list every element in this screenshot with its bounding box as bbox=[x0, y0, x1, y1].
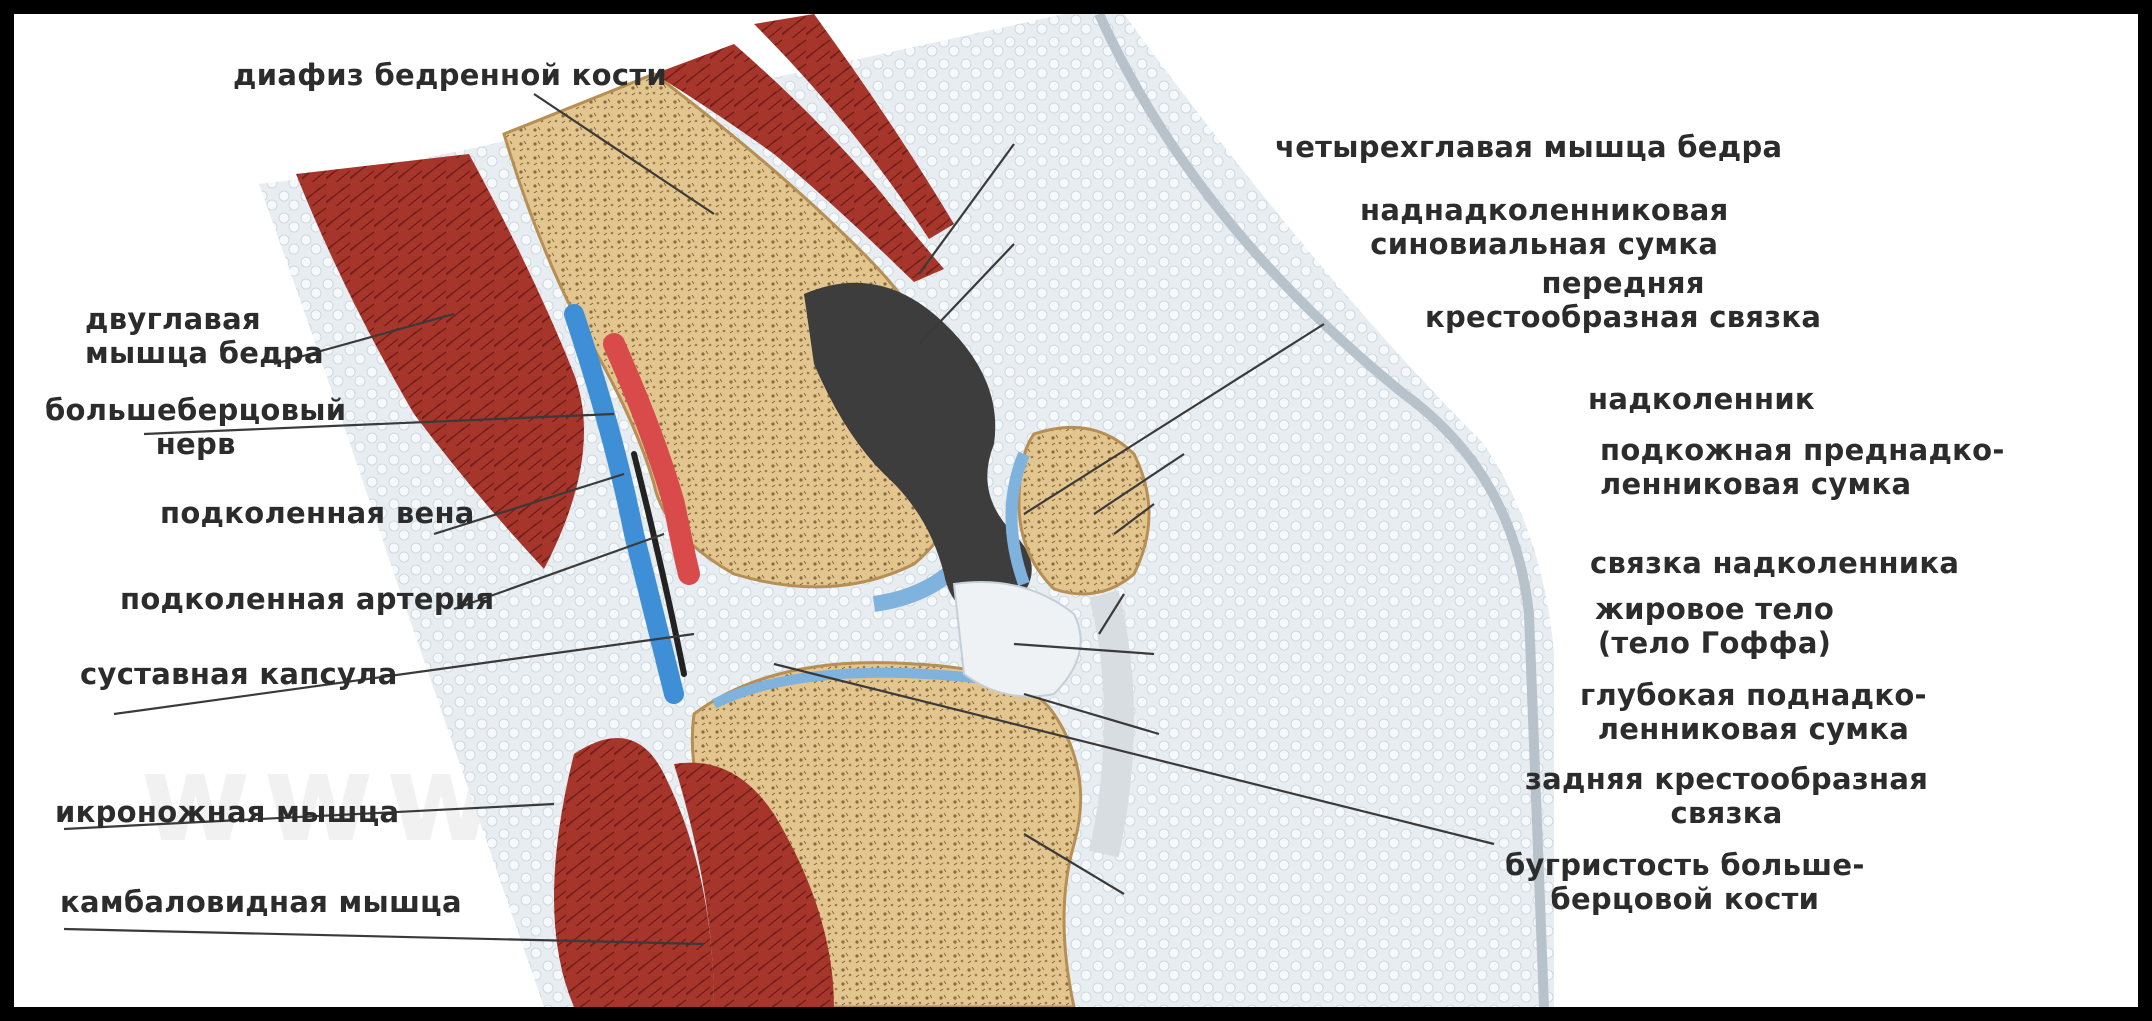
label-biceps-line-1: двуглавая bbox=[85, 302, 324, 336]
label-infrapatellar-bursa: глубокая поднадко- ленниковая сумка bbox=[1580, 678, 1927, 746]
label-pcl: задняя крестообразная связка bbox=[1525, 762, 1928, 830]
label-tibial-tuberosity: бугристость больше- берцовой кости bbox=[1505, 848, 1865, 916]
label-quadriceps: четырехглавая мышца бедра bbox=[1275, 130, 1782, 164]
label-popliteal-vein: подколенная вена bbox=[160, 496, 475, 530]
label-pcl-line-1: задняя крестообразная bbox=[1525, 762, 1928, 796]
label-fat-pad-line-1: жировое тело bbox=[1595, 592, 1834, 626]
label-suprapatellar-line-2: синовиальная сумка bbox=[1360, 227, 1729, 261]
label-biceps-femoris: двуглавая мышца бедра bbox=[85, 302, 324, 370]
label-patellar-ligament: связка надколенника bbox=[1590, 546, 1959, 580]
label-prepatellar-bursa: подкожная преднадко- ленниковая сумка bbox=[1600, 433, 2005, 501]
label-patella: надколенник bbox=[1588, 382, 1815, 416]
label-tuberosity-line-2: берцовой кости bbox=[1505, 882, 1865, 916]
label-tuberosity-line-1: бугристость больше- bbox=[1505, 848, 1865, 882]
label-suprapatellar-bursa: наднадколенниковая синовиальная сумка bbox=[1360, 193, 1729, 261]
label-fat-pad-line-2: (тело Гоффа) bbox=[1595, 626, 1834, 660]
label-femur-shaft: диафиз бедренной кости bbox=[233, 58, 667, 92]
label-pcl-line-2: связка bbox=[1525, 796, 1928, 830]
label-tibial-nerve: большеберцовый нерв bbox=[45, 393, 346, 461]
label-acl-line-2: крестообразная связка bbox=[1425, 300, 1821, 334]
label-acl: передняя крестообразная связка bbox=[1425, 266, 1821, 334]
label-infrapatellar-line-2: ленниковая сумка bbox=[1580, 712, 1927, 746]
label-soleus: камбаловидная мышца bbox=[60, 885, 462, 919]
label-suprapatellar-line-1: наднадколенниковая bbox=[1360, 193, 1729, 227]
label-prepatellar-line-1: подкожная преднадко- bbox=[1600, 433, 2005, 467]
label-fat-pad: жировое тело (тело Гоффа) bbox=[1595, 592, 1834, 660]
patellar-ligament bbox=[1104, 594, 1119, 854]
label-joint-capsule: суставная капсула bbox=[80, 657, 398, 691]
label-infrapatellar-line-1: глубокая поднадко- bbox=[1580, 678, 1927, 712]
label-gastrocnemius: икроножная мышца bbox=[55, 795, 399, 829]
label-tibial-nerve-line-2: нерв bbox=[45, 427, 346, 461]
label-prepatellar-line-2: ленниковая сумка bbox=[1600, 467, 2005, 501]
label-tibial-nerve-line-1: большеберцовый bbox=[45, 393, 346, 427]
label-acl-line-1: передняя bbox=[1425, 266, 1821, 300]
label-popliteal-artery: подколенная артерия bbox=[120, 582, 494, 616]
patella-bone bbox=[1019, 427, 1149, 594]
label-biceps-line-2: мышца бедра bbox=[85, 336, 324, 370]
